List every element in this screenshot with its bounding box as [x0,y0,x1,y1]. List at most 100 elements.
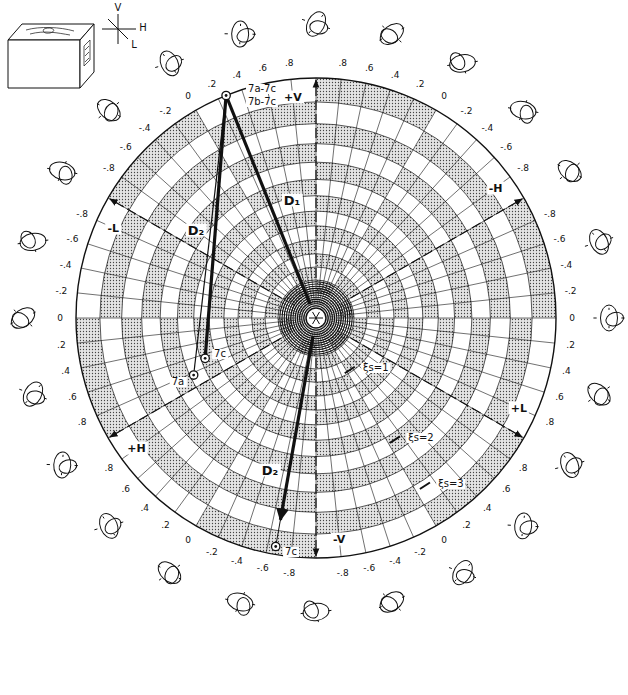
glyph-tick [402,28,405,29]
surface-glyph [508,99,538,124]
scale-number: .8 [104,464,115,473]
glyph-tick [10,323,13,324]
center-ring [293,295,339,341]
stippled-band [348,250,383,285]
surface-glyph [7,303,38,332]
glyph-tick [592,233,593,235]
glyph-tick [535,111,538,112]
glyph-tick [581,461,584,463]
scale-number: .8 [545,418,556,427]
scale-number: .8 [284,59,295,68]
stippled-band [129,415,219,505]
scale-number: .8 [337,59,348,68]
surface-glyph [93,95,124,125]
data-point-dot [274,545,277,548]
glyph-tick [158,566,160,567]
notch [84,40,90,66]
scale-number: .8 [518,464,529,473]
contour-label: ξs=1 [361,363,391,373]
scale-number: .6 [364,63,375,72]
glyph-tick [178,565,180,567]
meridian-line [330,293,555,317]
glyph-tick [301,613,304,614]
meridian-line [327,326,510,459]
axis-label: V [115,3,122,13]
stippled-band [263,211,316,238]
stippled-band [177,249,210,318]
wood-grain [26,27,74,35]
stippled-band [396,318,423,371]
stippled-band [424,426,524,526]
scale-number: -.4 [480,123,494,132]
scale-number: .2 [565,340,576,349]
glyph-tick [181,59,184,61]
scale-number: -.8 [336,568,350,577]
scale-number: .4 [390,70,401,79]
surface-glyph [584,379,615,409]
glyph-tick [235,610,237,612]
scale-number: .4 [232,70,243,79]
glyph-tick [465,71,467,73]
meridian-line [326,157,494,308]
center-ring [282,284,350,352]
data-point [222,91,230,99]
scale-number: -.6 [499,142,513,151]
meridian-line [328,325,524,438]
glyph-tick [18,243,21,244]
scale-number: -.4 [138,123,152,132]
meridian-line [155,140,306,308]
glyph-tick [19,389,22,390]
stippled-band [316,424,385,457]
scale-number: -.4 [230,557,244,566]
glyph-lobe [96,511,122,542]
surface-glyph [19,379,46,410]
glyph-lobe [378,26,400,47]
scale-number: .4 [139,504,150,513]
center-ring [297,299,334,336]
glyph-lobe [448,52,477,74]
contour-label: ξs=2 [406,433,436,443]
scale-number: -.6 [553,234,567,243]
glyph-lobe [376,588,407,617]
scale-number: .2 [207,80,218,89]
glyph-tick [114,533,115,535]
glyph-tick [103,516,104,518]
glyph-tick [555,467,558,469]
meridian-line [325,328,476,496]
scale-number: -.8 [516,163,530,172]
stippled-band [108,110,208,210]
center-ring [280,282,352,354]
surface-glyph [376,19,407,48]
glyph-lobe [236,597,250,616]
glyph-tick [379,39,382,40]
axis-arrow [351,338,522,437]
surface-glyph [47,159,77,184]
meridian-line [196,330,309,526]
glyph-tick [609,308,610,310]
glyph-lobe [9,310,31,331]
glyph-tick [508,107,511,108]
glyph-tick [33,312,36,313]
glyph-lobe [102,515,124,537]
scale-number: 0 [440,92,448,101]
scale-number: -.6 [119,142,133,151]
glyph-tick [526,100,528,102]
glyph-tick [120,521,123,523]
glyph-tick [30,232,32,234]
glyph-tick [47,168,50,170]
glyph-tick [579,176,582,177]
glyph-lobe [7,303,38,332]
meridian-line [316,78,317,304]
scale-number: -.2 [564,287,578,296]
glyph-tick [159,579,161,581]
meridian-line [320,331,390,546]
glyph-tick [47,464,50,465]
glyph-tick [558,165,561,166]
stippled-band [142,231,181,318]
stippled-band [255,411,316,441]
glyph-lobe [378,593,400,614]
scale-number: -.6 [362,564,376,573]
glyph-tick [240,24,241,26]
center-asterisk [313,312,320,324]
contour-tick [390,436,400,443]
